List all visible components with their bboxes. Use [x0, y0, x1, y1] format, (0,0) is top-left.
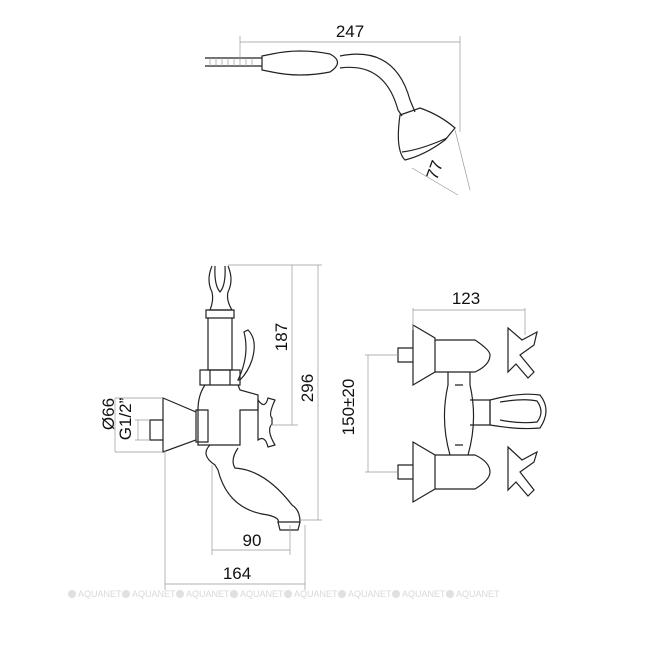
watermark-text: AQUANET	[78, 589, 122, 599]
dimension-247: 247	[336, 22, 364, 41]
watermark-text: AQUANET	[294, 589, 338, 599]
dimension-187: 187	[272, 323, 291, 351]
dimension-164: 164	[223, 564, 251, 583]
dimension-thread: G1/2”	[116, 397, 135, 440]
watermark-text: AQUANET	[348, 589, 392, 599]
hand-shower-drawing	[205, 50, 456, 161]
wall-mixer-side-drawing	[149, 265, 301, 531]
dimension-77: 77	[423, 158, 447, 182]
dimension-123: 123	[452, 289, 480, 308]
watermark-text: AQUANET	[240, 589, 284, 599]
dimension-296: 296	[298, 374, 317, 402]
dimension-90: 90	[243, 531, 262, 550]
watermark: AQUANET AQUANET AQUANET AQUANET AQUANET …	[68, 589, 500, 599]
dimension-diameter-66: Ø66	[99, 398, 118, 430]
watermark-text: AQUANET	[132, 589, 176, 599]
dimension-150-20: 150±20	[339, 379, 358, 436]
wall-mixer-front-drawing	[397, 323, 547, 504]
watermark-text: AQUANET	[456, 589, 500, 599]
watermark-text: AQUANET	[402, 589, 446, 599]
watermark-text: AQUANET	[186, 589, 230, 599]
